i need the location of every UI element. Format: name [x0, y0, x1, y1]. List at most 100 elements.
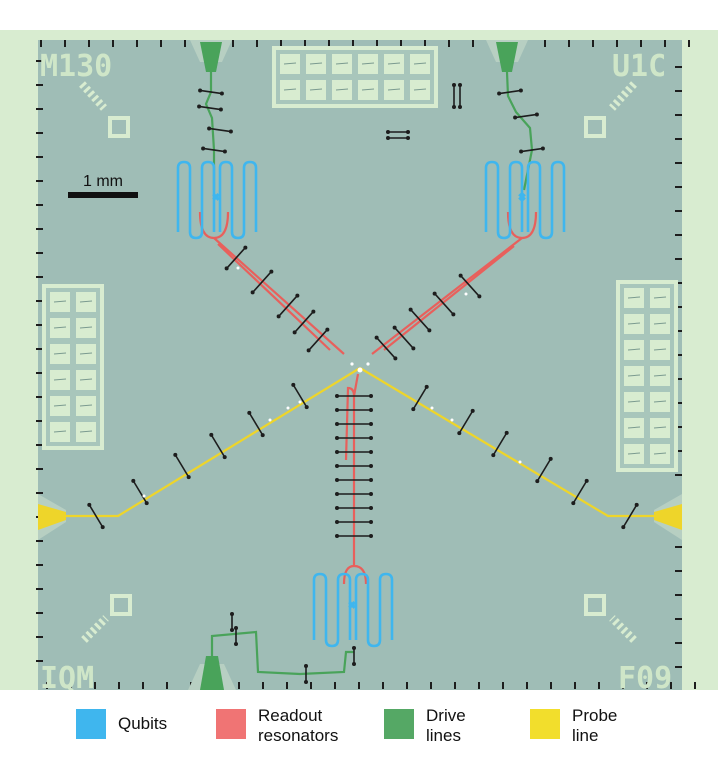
edge-tick — [675, 570, 682, 572]
qubit-bottom-left-arm — [312, 572, 352, 648]
qubit-bottom-right-arm — [354, 572, 394, 648]
air-bridge — [234, 626, 238, 646]
drive-launcher-bottom — [200, 656, 224, 690]
legend-item-probe-line: Probe line — [530, 706, 617, 746]
edge-tick — [36, 252, 43, 254]
edge-tick — [424, 40, 426, 47]
edge-tick — [448, 40, 450, 47]
legend-swatch-readout — [216, 709, 246, 739]
legend-label-drive: Drive lines — [426, 706, 466, 745]
corner-labels: M130 U1C IQM F09 — [40, 49, 672, 690]
test-array-top — [272, 46, 438, 108]
edge-tick — [472, 40, 474, 47]
edge-tick — [646, 682, 648, 689]
edge-tick — [675, 666, 682, 668]
legend-label-qubits: Qubits — [118, 714, 168, 733]
test-array-left — [42, 284, 104, 450]
edge-tick — [568, 40, 570, 47]
edge-tick — [232, 40, 234, 47]
edge-tick — [160, 40, 162, 47]
edge-tick — [675, 114, 682, 116]
air-bridge — [621, 502, 639, 530]
qubit-junction-marker: × — [519, 192, 524, 202]
edge-tick — [64, 40, 66, 47]
edge-tick — [184, 40, 186, 47]
legend-label-readout: Readout resonators — [258, 706, 339, 745]
edge-tick — [36, 612, 43, 614]
substrate — [38, 40, 682, 690]
edge-tick — [70, 682, 72, 689]
alignment-mark-top-left — [108, 116, 130, 138]
air-bridge — [335, 534, 373, 538]
air-bridge — [491, 430, 509, 458]
edge-tick — [430, 682, 432, 689]
alignment-mark-bottom-right — [584, 594, 606, 616]
edge-tick — [478, 682, 480, 689]
air-bridge — [247, 410, 265, 438]
air-bridge — [335, 464, 373, 468]
edge-tick — [598, 682, 600, 689]
edge-tick — [280, 40, 282, 47]
edge-tick — [675, 378, 682, 380]
edge-tick — [454, 682, 456, 689]
air-bridge — [335, 422, 373, 426]
edge-tick — [36, 588, 43, 590]
air-bridge — [352, 646, 356, 666]
edge-tick — [675, 330, 682, 332]
edge-tick — [574, 682, 576, 689]
air-bridges — [87, 83, 639, 684]
air-bridge — [276, 293, 300, 319]
edge-tick — [36, 180, 43, 182]
legend-item-readout-resonators: Readout resonators — [216, 706, 338, 746]
edge-tick — [675, 354, 682, 356]
edge-tick — [310, 682, 312, 689]
edge-tick — [376, 40, 378, 47]
edge-tick — [36, 324, 43, 326]
edge-tick — [622, 682, 624, 689]
qubits: ××× — [176, 160, 566, 648]
air-bridge — [386, 130, 410, 134]
alignment-marks — [79, 81, 637, 643]
drive-line-top-left — [204, 72, 216, 190]
edge-tick — [36, 636, 43, 638]
air-bridge — [374, 335, 398, 361]
edge-tick — [640, 40, 642, 47]
air-bridge — [304, 664, 308, 684]
edge-tick — [262, 682, 264, 689]
air-bridge — [335, 450, 373, 454]
edge-tick — [142, 682, 144, 689]
air-bridge — [335, 492, 373, 496]
air-bridge — [209, 432, 227, 460]
edge-tick — [675, 162, 682, 164]
air-bridge — [432, 291, 456, 317]
probe-launcher-right — [654, 504, 682, 530]
edge-tick — [675, 426, 682, 428]
edge-tick — [136, 40, 138, 47]
test-array-right — [616, 280, 678, 472]
edge-tick — [36, 468, 43, 470]
legend-swatch-drive — [384, 709, 414, 739]
air-bridge — [224, 245, 248, 271]
drive-launcher-top-left — [200, 42, 222, 72]
corner-label-top-left: M130 — [40, 49, 112, 84]
edge-tick — [675, 450, 682, 452]
air-bridge — [458, 83, 462, 109]
air-bridge — [452, 83, 456, 109]
edge-tick — [502, 682, 504, 689]
edge-tick — [238, 682, 240, 689]
edge-tick — [675, 234, 682, 236]
edge-tick — [36, 564, 43, 566]
air-bridge — [173, 452, 191, 480]
air-bridge — [335, 520, 373, 524]
air-bridge — [230, 612, 234, 632]
scale-bar-line — [68, 192, 138, 198]
air-bridge — [292, 309, 316, 335]
edge-tick — [675, 306, 682, 308]
air-bridge — [497, 88, 523, 96]
air-bridge — [197, 104, 223, 112]
air-bridge — [291, 382, 309, 410]
edge-tick — [526, 682, 528, 689]
air-bridge — [335, 394, 373, 398]
chip-micrograph: M130 U1C IQM F09 — [0, 30, 718, 690]
edge-tick — [675, 66, 682, 68]
